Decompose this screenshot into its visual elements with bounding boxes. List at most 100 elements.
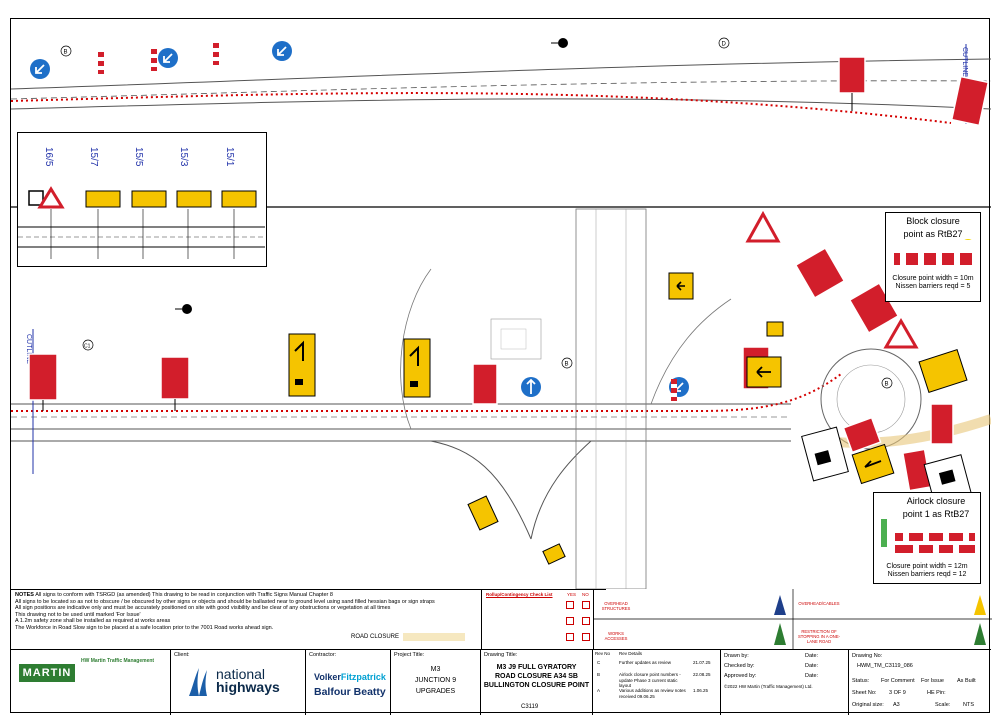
date-label-3: Date: xyxy=(805,673,819,679)
keep-left-sign-2 xyxy=(158,48,178,68)
rev-b-detail: Airlock closure point numbers - update P… xyxy=(619,672,681,688)
checkbox-3-no[interactable] xyxy=(582,633,590,641)
drawing-title-label: Drawing Title: xyxy=(484,652,518,658)
checklist-title: Rollup/Contingency Check List xyxy=(486,592,553,597)
scale-label: Scale: xyxy=(935,702,951,708)
airlock-title-1: Airlock closure xyxy=(906,496,966,506)
cutline-label-left: CUTLINE xyxy=(25,334,32,364)
road-ahead-closed-sign xyxy=(160,356,190,411)
keep-left-sign-3 xyxy=(272,41,292,61)
checklist-no: NO xyxy=(582,592,589,597)
he-pin-label: HE Pin: xyxy=(927,690,946,696)
block-closure-title-1: Block closure xyxy=(906,216,960,226)
rev-b: B xyxy=(597,672,601,677)
airlock-title-2: point 1 as RtB27 xyxy=(902,509,970,519)
inset-label-16-5: 16/5 xyxy=(43,147,54,167)
note-line-2: All signs to be located so as not to obs… xyxy=(15,598,435,605)
warning-triangle-top xyxy=(745,210,781,243)
project-line-1: M3 xyxy=(430,666,441,673)
tb-contractor: Contractor: VolkerFitzpatrick Balfour Be… xyxy=(306,650,391,715)
drawing-code: C3119 xyxy=(521,704,539,710)
svg-text:C1: C1 xyxy=(84,344,91,350)
hazard-visibility: OVERHEAD/CABLES xyxy=(798,601,840,606)
yellow-left-arrow-sign xyxy=(851,443,895,485)
keep-left-sign-mid xyxy=(521,377,541,397)
client-label: Client: xyxy=(174,652,190,658)
note-line-5: A 1.2m safety zone shall be installed as… xyxy=(15,618,171,625)
warning-triangle-right xyxy=(883,317,919,349)
client-name-line-1: national xyxy=(216,666,266,682)
rev-c-detail: Further updates as review xyxy=(619,660,672,665)
yellow-turn-sign-2 xyxy=(766,321,784,337)
airlock-barrier-graphic xyxy=(881,498,976,553)
rev-c: C xyxy=(597,660,601,665)
north-arrow-top xyxy=(551,38,568,48)
project-label: Project Title: xyxy=(394,652,425,658)
marker-b-top: B xyxy=(60,45,72,57)
airlock-barriers: Nissen barriers reqd = 12 xyxy=(887,571,967,578)
contractor-label: Contractor: xyxy=(309,652,337,658)
airlock-width: Closure point width = 12m xyxy=(886,563,968,570)
notes-panel: NOTES All signs to conform with TSRGD (a… xyxy=(11,589,606,649)
block-closure-barrier-graphic xyxy=(894,226,975,265)
company-name: HW Martin Traffic Management xyxy=(81,658,155,664)
yellow-diversion-sign-right xyxy=(918,348,968,394)
hazard-overhead: OVERHEAD STRUCTURES xyxy=(601,601,631,611)
tb-client: Client: national highways xyxy=(171,650,306,715)
date-label-2: Date: xyxy=(805,663,819,669)
sheet-no: 3 OF 9 xyxy=(889,690,906,696)
inset-label-15-1: 15/1 xyxy=(224,147,235,167)
yellow-turn-sign-lower xyxy=(467,495,499,531)
marker-b-mid: B xyxy=(561,357,573,369)
checkbox-1-yes[interactable] xyxy=(566,601,574,609)
road-closure-key-swatch xyxy=(403,633,465,641)
svg-text:B: B xyxy=(565,362,569,368)
status-label: Status: xyxy=(852,678,870,684)
drawing-sheet: CUTLINE CUTLINE B D C1 B B xyxy=(10,18,992,715)
checkbox-1-no[interactable] xyxy=(582,601,590,609)
inset-label-15-5: 15/5 xyxy=(133,147,144,167)
block-closure-barriers: Nissen barriers reqd = 5 xyxy=(895,283,971,290)
road-closed-sign-mid xyxy=(472,363,498,405)
original-size-label: Original size: xyxy=(852,702,884,708)
checkbox-2-no[interactable] xyxy=(582,617,590,625)
sheet-no-label: Sheet No: xyxy=(852,690,877,696)
rev-details-label: Rev Details xyxy=(619,651,643,656)
drawing-title-3: BULLINGTON CLOSURE POINT xyxy=(483,682,590,689)
checkbox-2-yes[interactable] xyxy=(566,617,574,625)
scale-value: NTS xyxy=(963,702,974,708)
inset-diagram: 16/5 15/7 15/5 15/3 15/1 xyxy=(18,147,265,259)
hazard-works: WORKS ACCESSES xyxy=(604,631,628,641)
rev-b-date: 22.08.25 xyxy=(693,672,711,677)
keep-left-sign-1 xyxy=(30,59,50,79)
marker-c1: C1 xyxy=(82,339,94,351)
drawing-title-2: ROAD CLOSURE A34 SB xyxy=(495,673,578,680)
status-as-built[interactable]: As Built xyxy=(957,678,976,684)
marker-b-right: B xyxy=(881,377,893,389)
tb-drawing-title: Drawing Title: M3 J9 FULL GYRATORY ROAD … xyxy=(481,650,593,715)
works-traffic-only-sign-top xyxy=(950,75,990,127)
works-traffic-only-sign xyxy=(28,353,58,411)
block-closure-legend: Block closure point as RtB27 Closure poi… xyxy=(885,212,981,302)
notes-header: NOTES xyxy=(15,592,34,598)
checked-by-label: Checked by: xyxy=(724,663,755,669)
note-line-4: This drawing not to be used until marked… xyxy=(15,611,141,618)
diversion-sign-1 xyxy=(288,333,316,397)
svg-text:B: B xyxy=(885,382,889,388)
rev-a-date: 1.06.25 xyxy=(693,688,709,693)
hazard-panel: OVERHEAD STRUCTURES WORKS ACCESSES OVERH… xyxy=(593,589,992,649)
status-for-comment[interactable]: For Comment xyxy=(881,678,915,684)
copyright-text: ©2022 HW Martin (Traffic Management) Ltd… xyxy=(724,684,813,689)
drawing-no: HWM_TM_C3119_086 xyxy=(857,663,913,669)
drawn-by-label: Drawn by: xyxy=(724,653,749,659)
yellow-turn-sign-lower2 xyxy=(542,543,566,565)
rev-a: A xyxy=(597,688,601,693)
drawing-title-1: M3 J9 FULL GYRATORY xyxy=(496,664,577,671)
status-for-issue[interactable]: For Issue xyxy=(921,678,944,684)
top-carriageway xyxy=(11,58,991,124)
contractor-balfour: Balfour Beatty xyxy=(314,686,386,698)
road-layout-drawing: CUTLINE CUTLINE B D C1 B B xyxy=(11,37,991,589)
checkbox-3-yes[interactable] xyxy=(566,633,574,641)
tb-approvals: Drawn by: Date: Checked by: Date: Approv… xyxy=(721,650,849,715)
sign-inset-panel: 16/5 15/7 15/5 15/3 15/1 xyxy=(17,132,267,267)
